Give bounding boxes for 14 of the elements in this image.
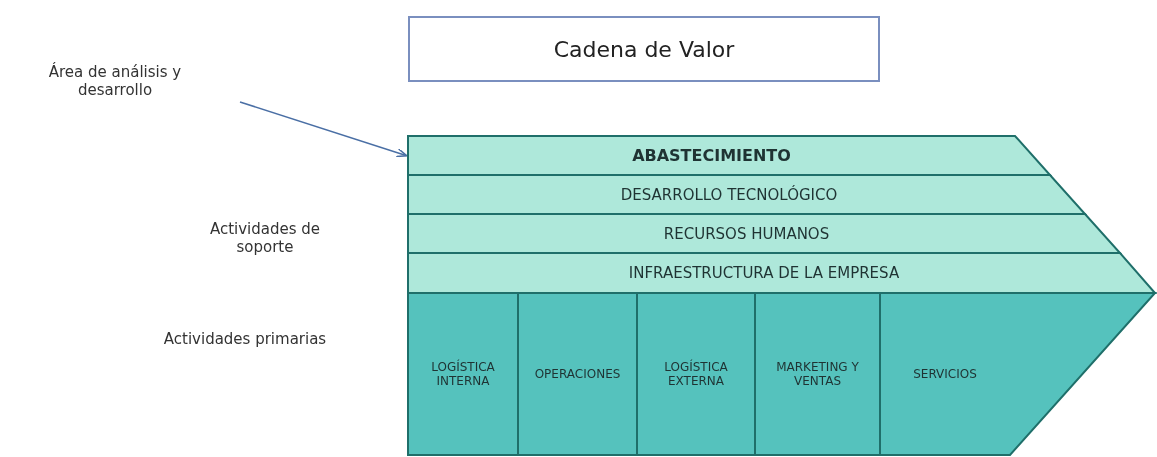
- activity-label: LOGÍSTICA EXTERNA: [663, 360, 729, 388]
- activity-label: DESARROLLO TECNOLÓGICO: [620, 185, 838, 204]
- activity-label: ABASTECIMIENTO: [632, 146, 791, 165]
- side-label: Actividades primarias: [162, 330, 328, 348]
- activity-label: OPERACIONES: [534, 367, 621, 381]
- side-label: Actividades de soporte: [208, 220, 322, 256]
- activity-label: MARKETING Y VENTAS: [775, 360, 860, 388]
- annotation-text: Área de análisis y desarrollo: [47, 63, 183, 99]
- activity-label: LOGÍSTICA INTERNA: [430, 360, 496, 388]
- title-box: Cadena de Valor: [408, 16, 880, 82]
- activity-label: SERVICIOS: [913, 367, 977, 381]
- arrow: [239, 101, 408, 158]
- activity-label: INFRAESTRUCTURA DE LA EMPRESA: [628, 264, 900, 282]
- activity-label: RECURSOS HUMANOS: [663, 224, 830, 243]
